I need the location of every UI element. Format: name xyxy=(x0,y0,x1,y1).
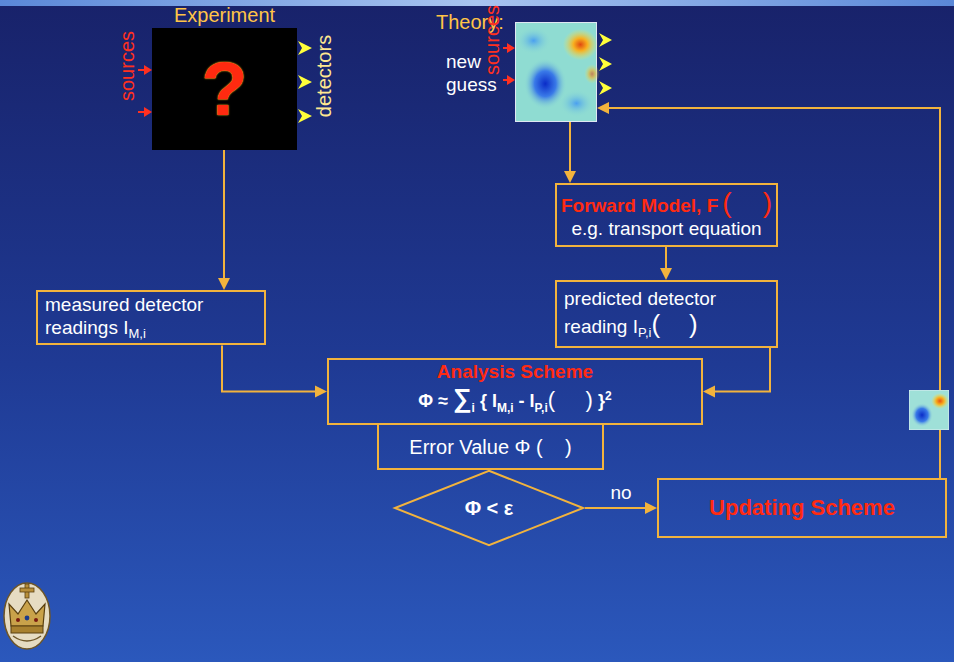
box-text: Updating Scheme xyxy=(709,495,895,520)
box-text: ? xyxy=(201,46,247,131)
box-text: - I xyxy=(514,391,535,411)
thumbnail-ground xyxy=(909,390,949,430)
arrowhead xyxy=(645,502,657,514)
flow-arrow xyxy=(564,122,576,183)
thumbnail-blob xyxy=(911,403,933,427)
data-box: predicted detector reading IP,i( ) xyxy=(555,280,778,348)
box-text: Analysis Scheme xyxy=(437,361,593,382)
flow-arrow xyxy=(222,345,327,397)
detector-arrowhead xyxy=(599,57,612,71)
theory-guess-image: Theory:new guess xyxy=(515,22,597,122)
crown-logo xyxy=(4,583,50,649)
box-text: M,i xyxy=(497,401,514,415)
box-text: Φ < ε xyxy=(465,497,514,519)
box-text: Φ ≈ xyxy=(418,391,453,411)
edge-label: no xyxy=(610,482,631,504)
field-blob xyxy=(563,29,598,60)
box-text: { I xyxy=(475,391,497,411)
title-band xyxy=(0,0,954,6)
decision-diamond: Φ < ε xyxy=(393,470,585,546)
text-line: ? xyxy=(201,51,247,127)
arrowhead xyxy=(597,102,609,114)
field-blob xyxy=(524,58,567,109)
source-arrow xyxy=(138,111,145,113)
source-label: sources xyxy=(481,5,503,75)
flow-arrow xyxy=(703,348,770,398)
arrowhead xyxy=(507,75,515,85)
connector-line xyxy=(223,150,225,279)
detector-arrowhead xyxy=(599,81,612,95)
text-line: measured detector readings IM,i xyxy=(45,294,257,341)
flow-arrow xyxy=(218,150,230,290)
guess-field-image xyxy=(516,23,596,121)
box-text: P,i xyxy=(638,325,652,340)
field-blob xyxy=(584,64,600,84)
detector-arrowhead xyxy=(298,41,312,55)
box-text: ( ) xyxy=(548,387,593,412)
experiment-box: Experiment? xyxy=(152,28,297,150)
diamond-shape xyxy=(395,471,583,545)
logo-jewel xyxy=(25,616,30,621)
arrowhead xyxy=(144,65,152,75)
logo-cross xyxy=(20,588,34,592)
connector-line xyxy=(714,348,770,392)
box-text: Forward Model, F xyxy=(561,195,718,216)
connector-line xyxy=(569,122,571,172)
box-text: P,i xyxy=(535,401,548,415)
updated-guess-thumbnail xyxy=(909,390,949,430)
detector-arrowhead xyxy=(599,33,612,47)
thumbnail-blob xyxy=(931,393,949,409)
text-line: Φ < ε xyxy=(465,496,514,520)
box-text: ∑ xyxy=(453,383,472,413)
text-line: Analysis Scheme xyxy=(437,362,593,383)
text-line: Experiment xyxy=(152,3,297,29)
connector-line xyxy=(222,345,316,391)
flow-arrow xyxy=(585,502,657,514)
arrowhead xyxy=(315,386,327,398)
box-text: 2 xyxy=(605,389,612,403)
process-box: Updating Scheme xyxy=(657,478,947,538)
detector-label: detectors xyxy=(313,35,335,117)
box-text: e.g. transport equation xyxy=(571,218,761,239)
box-text: M,i xyxy=(128,326,145,341)
text-line: e.g. transport equation xyxy=(571,218,761,241)
box-text: measured detector readings I xyxy=(45,294,203,338)
process-box: Analysis SchemeΦ ≈ ∑i { IM,i - IP,i( ) }… xyxy=(327,358,703,425)
box-text: i xyxy=(472,401,475,415)
box-text: Experiment xyxy=(174,4,275,26)
logo-jewel xyxy=(34,618,38,622)
box-text: Error Value Φ ( ) xyxy=(409,436,571,458)
detector-arrowhead xyxy=(298,75,312,89)
field-blob xyxy=(516,27,551,54)
arrowhead xyxy=(564,171,576,183)
text-line: predicted detector reading IP,i( ) xyxy=(564,288,769,340)
result-box: Error Value Φ ( ) xyxy=(377,423,604,470)
arrowhead xyxy=(144,107,152,117)
arrowhead xyxy=(660,268,672,280)
logo-base xyxy=(13,636,41,641)
detector-arrowhead xyxy=(298,109,312,123)
connector-line xyxy=(585,507,646,509)
logo-crown xyxy=(9,600,45,626)
text-line: Φ ≈ ∑i { IM,i - IP,i( ) }2 xyxy=(418,383,611,421)
source-label: sources xyxy=(116,31,138,101)
logo-jewel xyxy=(16,618,20,622)
connector-line xyxy=(665,247,667,269)
flow-arrow xyxy=(660,247,672,280)
data-box: measured detector readings IM,i xyxy=(36,290,266,345)
arrowhead xyxy=(218,278,230,290)
box-text: ( ) xyxy=(722,187,772,218)
process-box: Forward Model, F( )e.g. transport equati… xyxy=(555,183,778,247)
arrowhead xyxy=(507,43,515,53)
source-arrow xyxy=(138,69,145,71)
text-line: Error Value Φ ( ) xyxy=(409,435,571,459)
text-line: Forward Model, F( ) xyxy=(561,189,772,218)
arrowhead xyxy=(703,386,715,398)
text-line: Updating Scheme xyxy=(709,495,895,521)
box-text: } xyxy=(593,391,605,411)
box-text: ( ) xyxy=(651,309,697,339)
logo-band xyxy=(11,626,43,633)
logo-ground xyxy=(4,583,50,649)
